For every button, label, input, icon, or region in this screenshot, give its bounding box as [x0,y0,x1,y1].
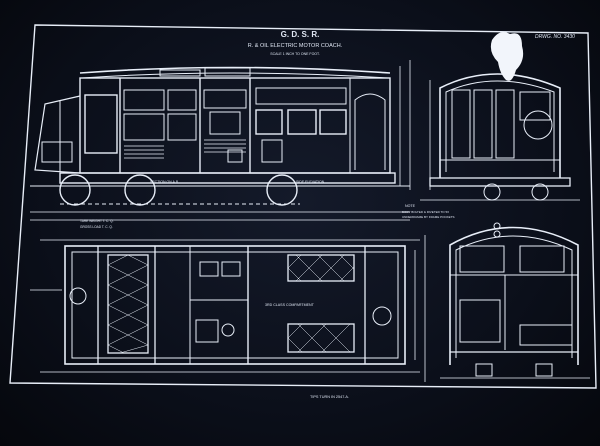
company-title: G. D. S. R. [281,30,320,39]
bottom-note: TIPS TURN IN 2547.A. [310,395,349,399]
sheet-border [9,24,597,389]
end-elevation-view [420,73,580,201]
side-section-view [30,60,411,221]
left-note-1: TARE WEIGHT T. C. Q. [80,219,114,223]
right-note-heading: NOTE [405,204,416,208]
side-elevation-label: SIDE ELEVATION [296,180,325,184]
left-note-2: GROSS LOAD T. C. Q. [80,225,113,229]
end-section-view [424,222,590,382]
right-note-1: BODY BOLTED & RIVETED TO 5X [402,210,449,214]
compartment-label: 3RD CLASS COMPARTMENT [265,303,315,307]
section-label: SECTION ON A.B. [150,180,179,184]
chalk-mark [490,32,524,81]
plan-view [30,239,420,373]
drawing-title: R. & OIL ELECTRIC MOTOR COACH. [248,43,343,49]
right-note-2: UNDERFRAME BY FRAME POCKETS [402,215,454,219]
scale-note: SCALE 1 INCH TO ONE FOOT. [270,52,320,56]
drawing-number: DRWG. NO. 3430 [535,34,575,40]
